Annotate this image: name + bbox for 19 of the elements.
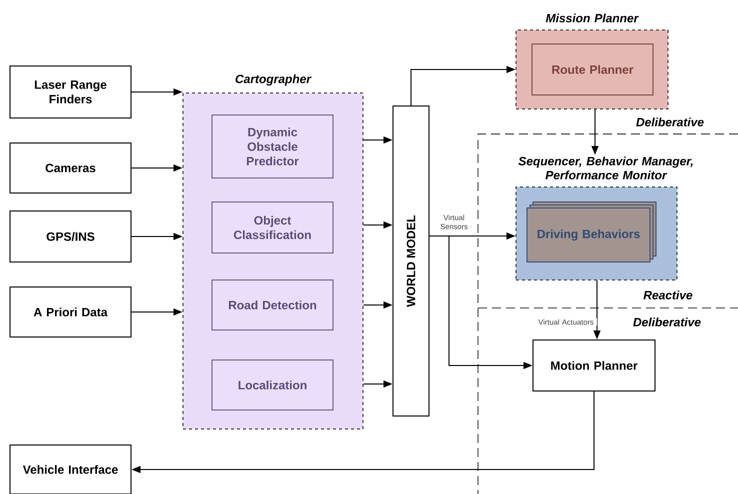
node-label: Cartographer <box>236 74 312 86</box>
stacked-box: Driving Behaviors <box>526 202 656 262</box>
module-box: Road Detection <box>212 279 334 330</box>
process-box: A Priori Data <box>10 286 132 338</box>
layer-label: Deliberative <box>636 118 704 126</box>
layer-label: Reactive <box>644 290 692 300</box>
module-box: Object Classification <box>212 202 334 254</box>
world-model-box: WORLD MODEL <box>392 105 430 416</box>
process-box: GPS/INS <box>10 210 132 262</box>
process-box: Laser Range Finders <box>10 65 132 118</box>
module-box: Localization <box>212 359 334 410</box>
process-box: Vehicle Interface <box>10 444 132 494</box>
layer-label: Deliberative <box>633 318 701 326</box>
process-box: Motion Planner <box>532 339 656 392</box>
module-box: Dynamic Obstacle Predictor <box>212 114 334 178</box>
process-box: Cameras <box>10 142 132 194</box>
node-label: Mission Planner <box>546 14 639 22</box>
module-box: Route Planner <box>532 44 654 96</box>
node-label: Sequencer, Behavior Manager, Performance Monitor <box>518 156 693 180</box>
